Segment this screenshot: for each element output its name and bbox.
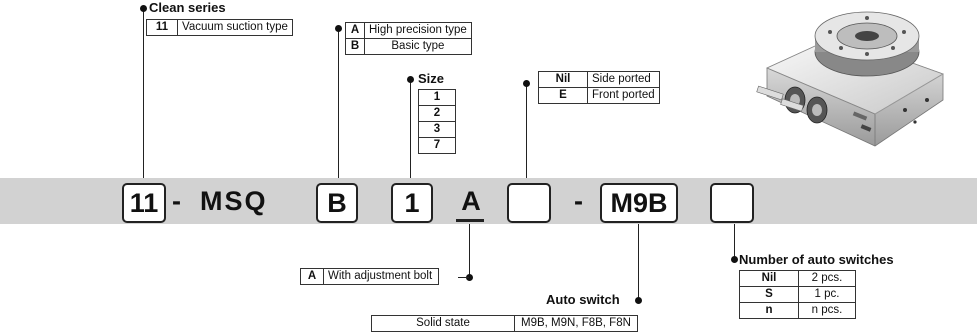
adjustment-code: A [461,186,481,216]
code-cell: Nil [538,71,588,88]
size-table: 1 2 3 7 [418,89,456,154]
desc-cell: Basic type [364,38,472,55]
table-row: 11 Vacuum suction type [146,19,293,36]
size-cell: 3 [418,121,456,138]
table-row: A With adjustment bolt [300,268,440,285]
size-code-box: 1 [391,183,433,223]
size-cell: 2 [418,105,456,122]
switch-count-leader [734,224,736,260]
table-row: E Front ported [538,87,660,104]
switch-count-label: Number of auto switches [739,252,894,267]
separator-2: - [574,186,583,216]
clean-series-label: Clean series [149,0,226,15]
precision-table: A High precision type B Basic type [345,22,472,55]
table-row: 1 [418,89,456,106]
table-row: 7 [418,137,456,154]
type-code-box: B [316,183,358,223]
desc-cell: Vacuum suction type [177,19,293,36]
code-cell: 11 [146,19,178,36]
rotary-table-actuator-icon [756,11,944,147]
table-row: B Basic type [345,38,472,55]
switch-count-dot [731,256,738,263]
size-dot [407,76,414,83]
code-cell: n [739,302,799,319]
switch-qty-box [710,183,754,223]
table-row: 2 [418,105,456,122]
size-cell: 7 [418,137,456,154]
adjustment-connector [458,277,469,279]
desc-cell: 1 pc. [798,286,856,303]
auto-switch-table: Solid state M9B, M9N, F8B, F8N [371,315,638,332]
series-code: MSQ [200,186,268,216]
table-row: S 1 pc. [739,286,856,303]
switch-models-cell: M9B, M9N, F8B, F8N [514,315,638,332]
desc-cell: Front ported [587,87,660,104]
auto-switch-dot [635,297,642,304]
porting-code-box [507,183,551,223]
porting-leader [526,83,528,183]
size-leader [410,79,412,183]
clean-code-box: 11 [122,183,166,223]
size-label: Size [418,71,445,86]
desc-cell: n pcs. [798,302,856,319]
desc-cell: High precision type [364,22,472,39]
table-row: Solid state M9B, M9N, F8B, F8N [371,315,638,332]
table-row: 3 [418,121,456,138]
auto-switch-leader [638,224,640,301]
desc-cell: 2 pcs. [798,270,856,287]
code-cell: S [739,286,799,303]
separator-1: - [172,186,181,216]
table-row: n n pcs. [739,302,856,319]
desc-cell: Side ported [587,71,660,88]
code-cell: Nil [739,270,799,287]
switch-count-table: Nil 2 pcs. S 1 pc. n n pcs. [739,270,856,319]
adjustment-dot [466,274,473,281]
table-row: A High precision type [345,22,472,39]
precision-dot [335,25,342,32]
adjustment-underline [456,219,484,222]
clean-series-leader [143,8,145,183]
clean-series-table: 11 Vacuum suction type [146,19,293,36]
adjustment-leader [469,224,471,277]
code-cell: B [345,38,365,55]
table-row: Nil 2 pcs. [739,270,856,287]
code-cell: A [345,22,365,39]
precision-leader [338,28,340,183]
auto-switch-label: Auto switch [546,292,620,307]
code-cell: E [538,87,588,104]
size-cell: 1 [418,89,456,106]
switch-kind-cell: Solid state [371,315,515,332]
clean-series-dot [140,5,147,12]
desc-cell: With adjustment bolt [322,268,440,285]
adjustment-table: A With adjustment bolt [300,268,440,285]
table-row: Nil Side ported [538,71,660,88]
porting-table: Nil Side ported E Front ported [538,71,660,104]
porting-dot [523,80,530,87]
code-cell: A [300,268,324,285]
switch-code-box: M9B [600,183,678,223]
